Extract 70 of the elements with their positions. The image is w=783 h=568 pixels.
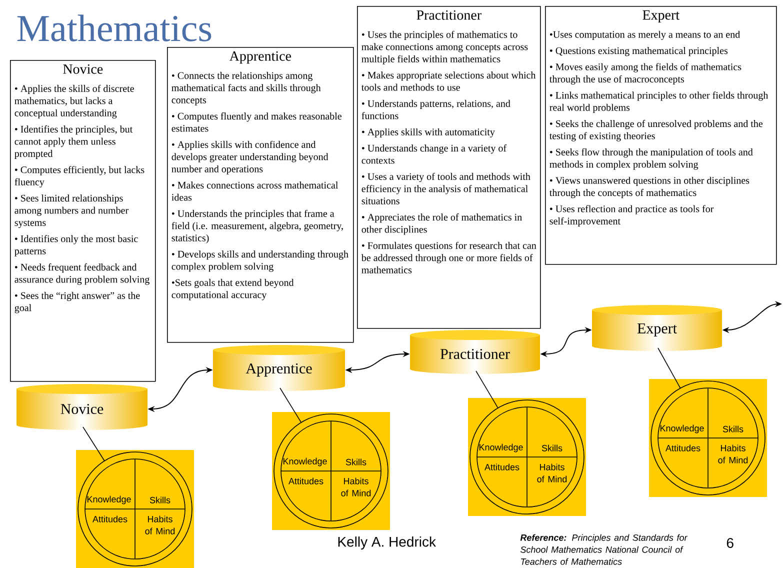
page-number: 6 xyxy=(726,538,734,548)
bullet-text: • Makes appropriate selections about which tools and methods to use xyxy=(362,72,536,91)
quadrant-label: Skills xyxy=(722,426,744,432)
text-box xyxy=(10,60,156,382)
node-label: Apprentice xyxy=(246,363,312,377)
bullet-text: • Needs frequent feedback and assurance during problem solving xyxy=(14,263,150,285)
node-label: Practitioner xyxy=(440,348,510,360)
bullet-text: • Identifies only the most basic patterns xyxy=(14,235,138,256)
reference-note: Reference: Principles and Standards for School Mathematics National Council of Teachers of Mathematics xyxy=(520,534,688,565)
cylinder: Practitioner xyxy=(410,330,540,360)
bullet-text: • Seeks flow through the manipulation of tools and methods in complex problem solving xyxy=(550,148,753,170)
bullet-text: • Moves easily among the fields of mathematics through the use of macroconcepts xyxy=(550,63,742,85)
node-label: Novice xyxy=(60,404,104,414)
bullet-text: • Computes fluently and makes reasonable estimates xyxy=(172,112,342,132)
box-heading: Apprentice xyxy=(229,51,292,64)
bullet-text: • Understands change in a variety of contexts xyxy=(362,144,507,164)
text-box xyxy=(357,6,541,329)
cylinder: Expert xyxy=(592,305,722,337)
quadrant-label: Habits of Mind xyxy=(145,516,175,534)
title: Mathematics xyxy=(17,14,212,42)
quadrant-label: Knowledge xyxy=(660,424,704,434)
connector-line xyxy=(658,348,681,389)
bullet-text: • Understands the principles that frame a field (i.e. measurement, algebra, geometry, statistics) xyxy=(172,210,343,244)
bullet-text: • Sees limited relationships among numbers and number systems xyxy=(14,194,128,228)
bullet-text: • Formulates questions for research that can be addressed through one or more fields of mathematics xyxy=(361,242,536,274)
cylinder: Novice xyxy=(16,384,148,414)
bullet-text: • Computes efficiently, but lacks fluency xyxy=(14,166,144,188)
bullet-text: • Identifies the principles, but cannot apply them unless prompted xyxy=(14,125,133,159)
author-name: Kelly A. Hedrick xyxy=(338,536,436,550)
box-heading: Novice xyxy=(63,64,103,74)
connector-line xyxy=(82,426,105,462)
text-box xyxy=(167,47,354,343)
box-heading: Expert xyxy=(642,10,680,23)
connector-line xyxy=(476,370,498,408)
bullet-text: • Questions existing mathematical principles xyxy=(550,47,728,56)
bullet-text: • Sees the “right answer” as the goal xyxy=(14,292,140,314)
bullet-text: • Views unanswered questions in other disciplines through the concepts of mathematics xyxy=(550,176,750,198)
bullet-text: • Understands patterns, relations, and functions xyxy=(362,100,510,120)
bullet-text: • Appreciates the role of mathematics in other disciplines xyxy=(362,213,522,235)
cylinder: Apprentice xyxy=(213,345,345,377)
bullet-text: • Develops skills and understanding through complex problem solving xyxy=(172,250,348,272)
quadrant-label: Habits of Mind xyxy=(341,478,371,496)
quadrant-label: Skills xyxy=(542,444,562,452)
quadrant-label: Attitudes xyxy=(92,516,128,522)
quadrant-label: Knowledge xyxy=(87,496,131,504)
bullet-text: • Applies the skills of discrete mathematics, but lacks a conceptual understanding xyxy=(14,84,134,118)
bullet-text: • Connects the relationships among mathematical facts and skills through concepts xyxy=(172,72,321,106)
bullet-text: • Uses the principles of mathematics to make connections among concepts across multiple fields within mathematics xyxy=(362,30,528,64)
bullet-text: • Links mathematical principles to other fields through real world problems xyxy=(550,92,768,113)
quadrant-label: Attitudes xyxy=(666,444,700,452)
node-label: Expert xyxy=(637,324,677,337)
bullet-text: • Seeks the challenge of unresolved problems and the testing of existing theories xyxy=(550,120,763,142)
connector-line xyxy=(280,388,302,423)
bullet-text: • Makes connections across mathematical ideas xyxy=(172,182,338,201)
bullet-text: •Sets goals that extend beyond computational accuracy xyxy=(172,278,294,300)
quadrant-label: Skills xyxy=(346,458,366,466)
bullet-text: • Uses reflection and practice as tools for self-improvement xyxy=(550,205,714,226)
bullet-text: • Applies skills with confidence and develops greater understanding beyond number and operations xyxy=(172,140,328,174)
bullet-text: • Applies skills with automaticity xyxy=(362,128,495,138)
quadrant-label: Knowledge xyxy=(479,444,523,452)
box-heading: Practitioner xyxy=(416,10,482,20)
quadrant-label: Skills xyxy=(150,496,170,504)
quadrant-label: Attitudes xyxy=(484,464,520,470)
quadrant-label: Habits of Mind xyxy=(537,464,567,482)
bullet-text: •Uses computation as merely a means to an end xyxy=(550,30,740,40)
quadrant-label: Habits of Mind xyxy=(718,444,748,464)
quadrant-label: Knowledge xyxy=(283,458,327,466)
bullet-text: • Uses a variety of tools and methods with efficiency in the analysis of mathematical situations xyxy=(362,172,530,204)
text-box xyxy=(545,6,777,265)
quadrant-label: Attitudes xyxy=(288,478,324,484)
